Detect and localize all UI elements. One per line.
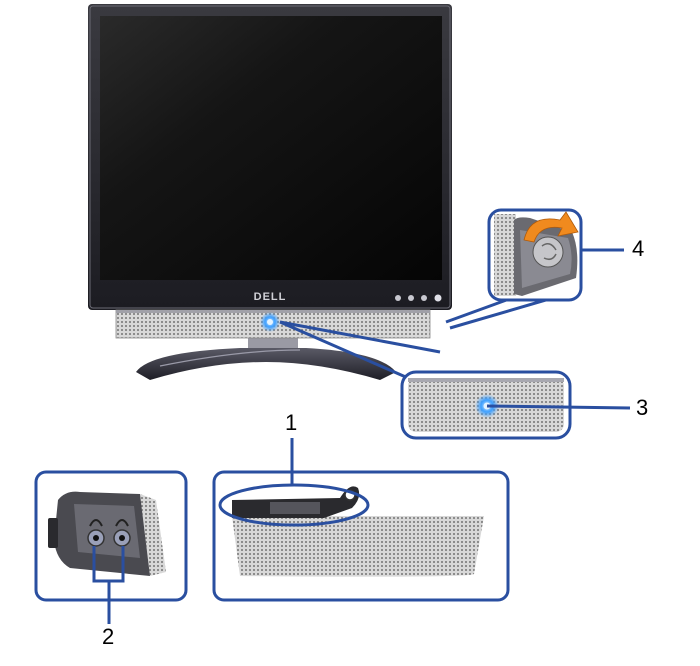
power-button[interactable] — [434, 294, 442, 302]
callout-number-4: 4 — [632, 236, 645, 261]
callout-number-1: 1 — [285, 410, 298, 435]
headphone-jack-icon — [87, 519, 105, 547]
plus-button[interactable] — [421, 295, 427, 301]
volume-knob[interactable] — [532, 236, 564, 268]
inset-headphone-jacks — [34, 470, 188, 602]
bracket-highlight — [218, 483, 370, 527]
headphone-jack-icon — [113, 519, 131, 547]
minus-button[interactable] — [408, 295, 414, 301]
dell-logo: DELL — [254, 291, 287, 303]
callout-3-leader — [486, 404, 631, 410]
inset-mounting-bracket — [212, 470, 510, 602]
menu-button[interactable] — [395, 295, 401, 301]
callout-2-leader — [92, 546, 125, 624]
inset-volume-knob — [487, 208, 583, 302]
monitor: DELL — [88, 4, 452, 380]
monitor-stand — [136, 333, 396, 380]
inset-power-led — [400, 370, 572, 440]
volume-arrow-icon — [523, 211, 579, 243]
soundbar — [115, 309, 431, 339]
callout-number-2: 2 — [102, 624, 115, 649]
callout-number-3: 3 — [636, 395, 649, 420]
monitor-screen — [100, 16, 442, 280]
front-panel-buttons — [395, 294, 442, 302]
